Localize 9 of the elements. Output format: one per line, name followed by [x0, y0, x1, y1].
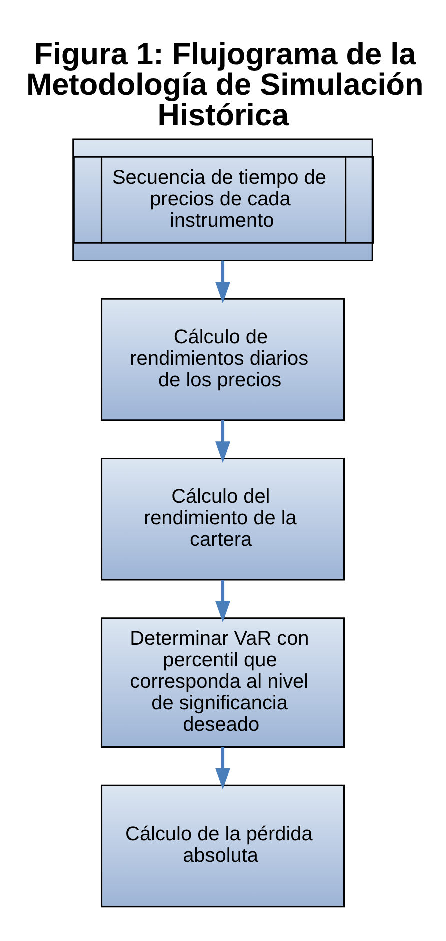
node-box: Cálculo de rendimientos diarios de los precios	[100, 298, 346, 421]
arrow	[215, 420, 231, 463]
arrow	[215, 260, 231, 304]
node-box: Determinar VaR con percentil que corresponda al nivel de significancia deseado	[100, 617, 346, 748]
diagram-title: Figura 1: Flujograma de la Metodología de Simulación Histórica	[26, 36, 424, 132]
arrow	[215, 746, 231, 790]
node-box: Cálculo de la pérdida absoluta	[100, 784, 346, 908]
arrow	[215, 580, 231, 622]
node-box: Cálculo del rendimiento de la cartera	[100, 457, 346, 580]
